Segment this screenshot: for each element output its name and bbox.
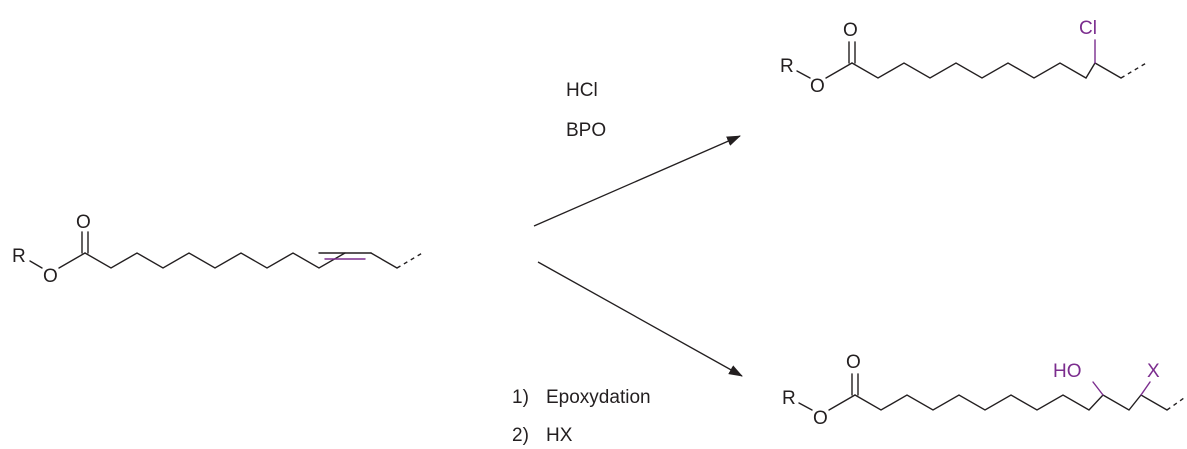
starting-material: R O O (12, 212, 425, 287)
bottom-o-c1-bond (828, 394, 856, 411)
top-chain (851, 62, 1122, 79)
top-carbonyl-oxygen: O (843, 20, 858, 41)
bottom-ester-oxygen: O (813, 408, 828, 429)
bottom-r-o-bond (798, 402, 813, 411)
bottom-c-oh-bond (1092, 381, 1104, 396)
bottom-c-x-bond (1140, 381, 1151, 396)
top-chloro-substituent: Cl (1079, 18, 1097, 39)
bottom-continuation (1166, 397, 1185, 411)
top-o-c1-bond (825, 62, 853, 79)
bottom-product: R O O HO X (782, 352, 1185, 429)
top-continuation (1120, 61, 1149, 79)
start-chain (84, 252, 346, 269)
start-chain-end (370, 252, 398, 269)
bottom-step-1-number: 1) (512, 387, 529, 408)
bottom-hydroxyl-group: HO (1053, 361, 1082, 382)
bottom-step-1-text: Epoxydation (546, 387, 651, 408)
top-reagent-2: BPO (566, 120, 606, 141)
bottom-step-2-number: 2) (512, 425, 529, 446)
start-carbonyl-oxygen: O (76, 212, 91, 233)
top-r-label: R (780, 56, 794, 77)
top-reagent-1: HCl (566, 80, 598, 101)
start-o-c1-bond (58, 252, 86, 269)
top-r-o-bond (796, 70, 811, 79)
bottom-reaction-arrow (537, 261, 743, 377)
start-r-o-bond (29, 260, 43, 269)
bottom-x-substituent: X (1147, 361, 1160, 382)
bottom-chain (854, 394, 1168, 411)
top-ester-oxygen: O (810, 76, 825, 97)
start-r-label: R (12, 246, 26, 267)
start-continuation (396, 251, 425, 269)
start-ester-oxygen: O (43, 266, 58, 287)
bottom-carbonyl-oxygen: O (846, 352, 861, 373)
top-product: R O O Cl (780, 18, 1149, 97)
bottom-step-2-text: HX (546, 425, 573, 446)
top-reaction-arrow (533, 135, 741, 227)
bottom-r-label: R (782, 388, 796, 409)
